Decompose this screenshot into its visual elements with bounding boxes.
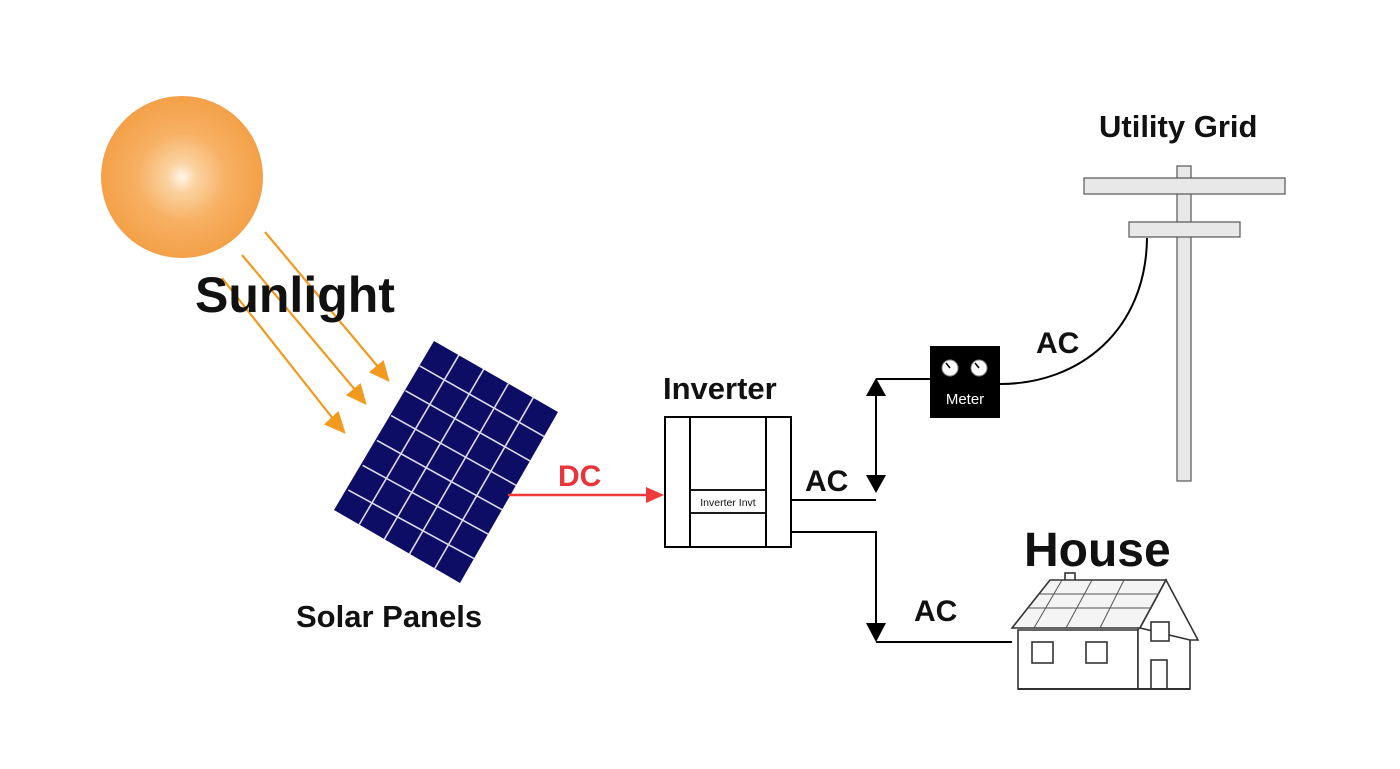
sunlight-label: Sunlight [195,267,395,323]
inverter-label: Inverter [663,371,777,406]
dc-connection [508,487,664,503]
ac-inverter-out-label: AC [805,465,848,498]
dc-label: DC [558,460,601,493]
inverter-icon [664,416,792,548]
utility-pole-icon [1083,165,1286,482]
ac-arrowheads [866,378,886,642]
meter-icon [930,346,1000,418]
sunlight-rays [221,231,390,434]
ac-wiring [791,378,1012,643]
ac-grid-label: AC [1036,327,1079,360]
solar-panels-label: Solar Panels [296,599,482,634]
inverter-inner-label: Inverter Invt [700,497,756,509]
grid-cable [999,237,1148,385]
ac-house-label: AC [914,595,957,628]
solar-panel-icon [334,341,558,583]
meter-label: Meter [946,391,984,408]
house-label: House [1024,524,1171,577]
utility-grid-label: Utility Grid [1099,109,1257,144]
sun-icon [101,96,263,258]
house-icon [1010,572,1200,690]
